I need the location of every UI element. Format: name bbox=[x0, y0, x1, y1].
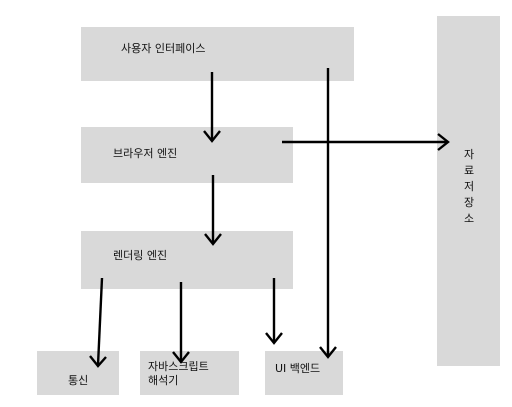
ui-backend-label: UI 백엔드 bbox=[275, 362, 321, 375]
browser-engine-label: 브라우저 엔진 bbox=[113, 147, 178, 160]
arrow-ui-to-browser-engine bbox=[203, 72, 221, 143]
arrow-rendering-engine-to-ui-backend bbox=[265, 278, 283, 345]
arrow-ui-to-ui-backend bbox=[319, 68, 337, 359]
js-interpreter-label-line1: 자바스크립트 bbox=[148, 360, 209, 373]
js-interpreter-label-line2: 해석기 bbox=[148, 374, 179, 387]
rendering-engine-box bbox=[81, 231, 293, 289]
arrow-browser-engine-to-rendering-engine bbox=[204, 175, 222, 246]
browser-engine-box bbox=[81, 127, 293, 183]
ui-backend-box bbox=[265, 351, 343, 395]
user-interface-label: 사용자 인터페이스 bbox=[121, 42, 206, 55]
rendering-engine-label: 렌더링 엔진 bbox=[113, 249, 168, 262]
arrow-rendering-engine-to-js-interpreter bbox=[172, 282, 190, 364]
networking-label: 통신 bbox=[68, 374, 89, 387]
user-interface-box bbox=[81, 27, 354, 81]
arrow-browser-engine-to-data-storage bbox=[282, 133, 450, 151]
js-interpreter-label: 자바스크립트 해석기 bbox=[148, 360, 209, 388]
arrow-rendering-engine-to-networking bbox=[89, 277, 107, 368]
data-storage-box bbox=[437, 16, 500, 366]
data-storage-label: 자료저장소 bbox=[463, 148, 475, 225]
js-interpreter-box bbox=[140, 351, 239, 395]
